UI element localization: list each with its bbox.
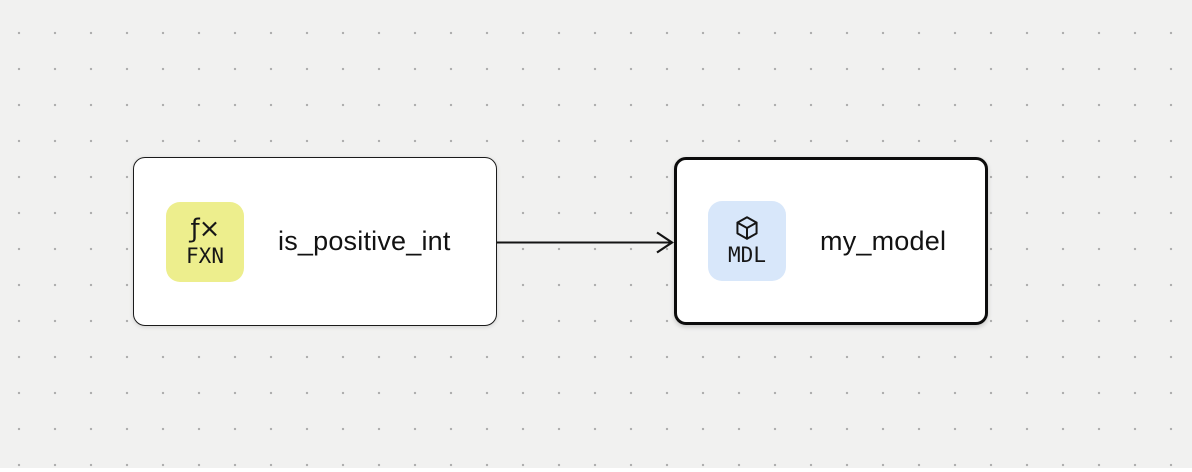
node-label: my_model [820, 225, 947, 256]
node-label: is_positive_int [278, 226, 451, 256]
node-my-model[interactable]: MDL my_model [674, 157, 988, 325]
node-type-tag: MDL [728, 243, 766, 267]
bottom-strip [0, 468, 1192, 472]
node-type-tag: FXN [186, 243, 224, 268]
function-icon: ƒ× [190, 213, 221, 244]
model-badge: MDL [708, 201, 786, 281]
cube-icon [736, 216, 758, 240]
edge-arrow[interactable] [495, 229, 677, 256]
function-badge: ƒ× FXN [166, 201, 244, 282]
node-is-positive-int[interactable]: ƒ× FXN is_positive_int [133, 157, 497, 326]
